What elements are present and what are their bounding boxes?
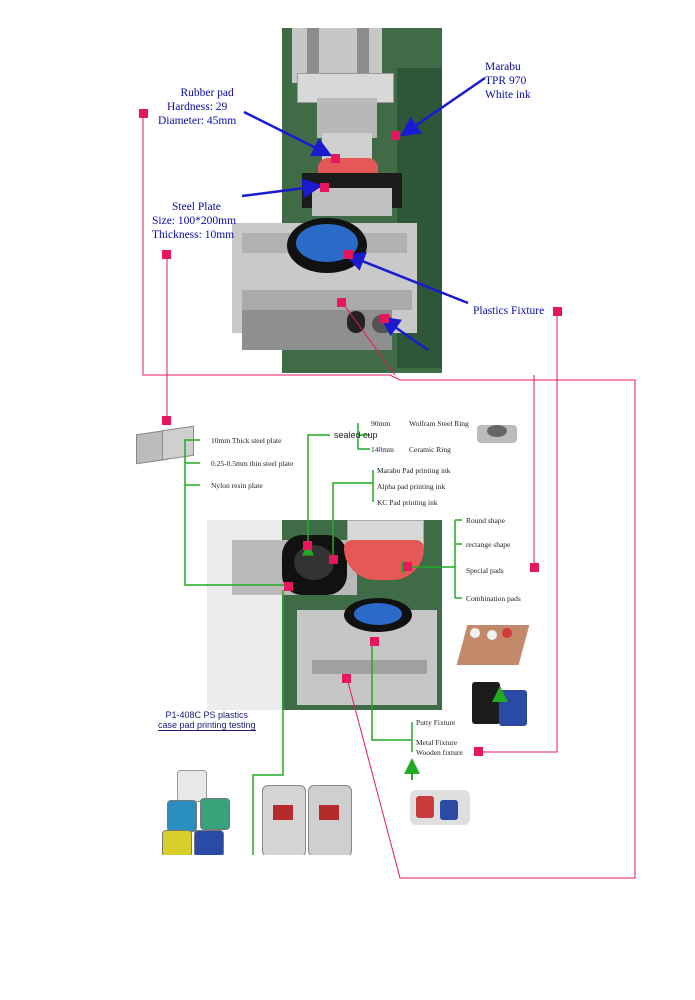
plastics-fixture-label: Plastics Fixture [473,305,545,317]
cup-size-90: 90mm [371,419,391,428]
marker [530,563,539,572]
ink-alpha: Alpha pad printing ink [377,482,446,491]
marker [303,541,312,550]
arrow-rubber-pad [243,110,333,157]
marker [331,154,340,163]
machine-photo-top [222,28,442,373]
green-cup [302,434,330,556]
machine-caption: P1-408C PS plastics case pad printing te… [158,710,256,731]
ring-ceramic: Ceramic Ring [409,445,451,454]
steel-option-thick: 10mm Thick steel plate [211,436,282,445]
marker [329,555,338,564]
pad-rectangle: rectange shape [466,540,511,549]
arrow-fixture-2 [379,316,429,352]
marker [139,109,148,118]
options-composite [122,410,547,855]
green-pads [412,520,456,598]
green-ink [332,470,374,560]
pad-round: Round shape [466,516,505,525]
marker [344,250,353,259]
marker [162,416,171,425]
pink-connector-3 [478,312,558,753]
marker [337,298,346,307]
pink-connector-1 [142,113,636,879]
fixture-metal: Metal Fixture [416,738,458,747]
steel-option-thin: 0.25-0.5mm thin steel plate [211,459,294,468]
marker [553,307,562,316]
marker [474,747,483,756]
green-fixtures [371,640,413,752]
marabu-ink-label: Marabu TPR 970 White ink [485,61,531,101]
ink-kc: KC Pad printing ink [377,498,438,507]
green-steel-options [184,439,287,586]
arrow-marabu [399,76,486,137]
arrow-fixture-1 [344,252,469,305]
ink-marabu: Marabu Pad printing ink [377,466,451,475]
fixture-wooden: Wooden fixture [416,748,463,757]
marker [342,674,351,683]
marker [162,250,171,259]
steel-option-nylon: Nylon resin plate [211,481,263,490]
marker [320,183,329,192]
marker [380,314,389,323]
marker [284,582,293,591]
sealed-cup-label: sealed cup [334,430,378,440]
marker [370,637,379,646]
pink-connector-5 [341,301,396,376]
ring-wolfram: Wolfram Steel Ring [409,419,469,428]
cup-size-140: 140mm [371,445,394,454]
pad-combination: Combination pads [466,594,521,603]
marker [403,562,412,571]
pad-special: Special pads [466,566,504,575]
steel-plate-label: Steel Plate Size: 100*200mm Thickness: 1… [152,201,237,241]
arrow-steel-plate [241,178,323,199]
rubber-pad-label: Rubber pad Hardness: 29 Diameter: 45mm [158,87,237,127]
fixture-putty: Putty Fixture [416,718,456,727]
marker [391,131,400,140]
